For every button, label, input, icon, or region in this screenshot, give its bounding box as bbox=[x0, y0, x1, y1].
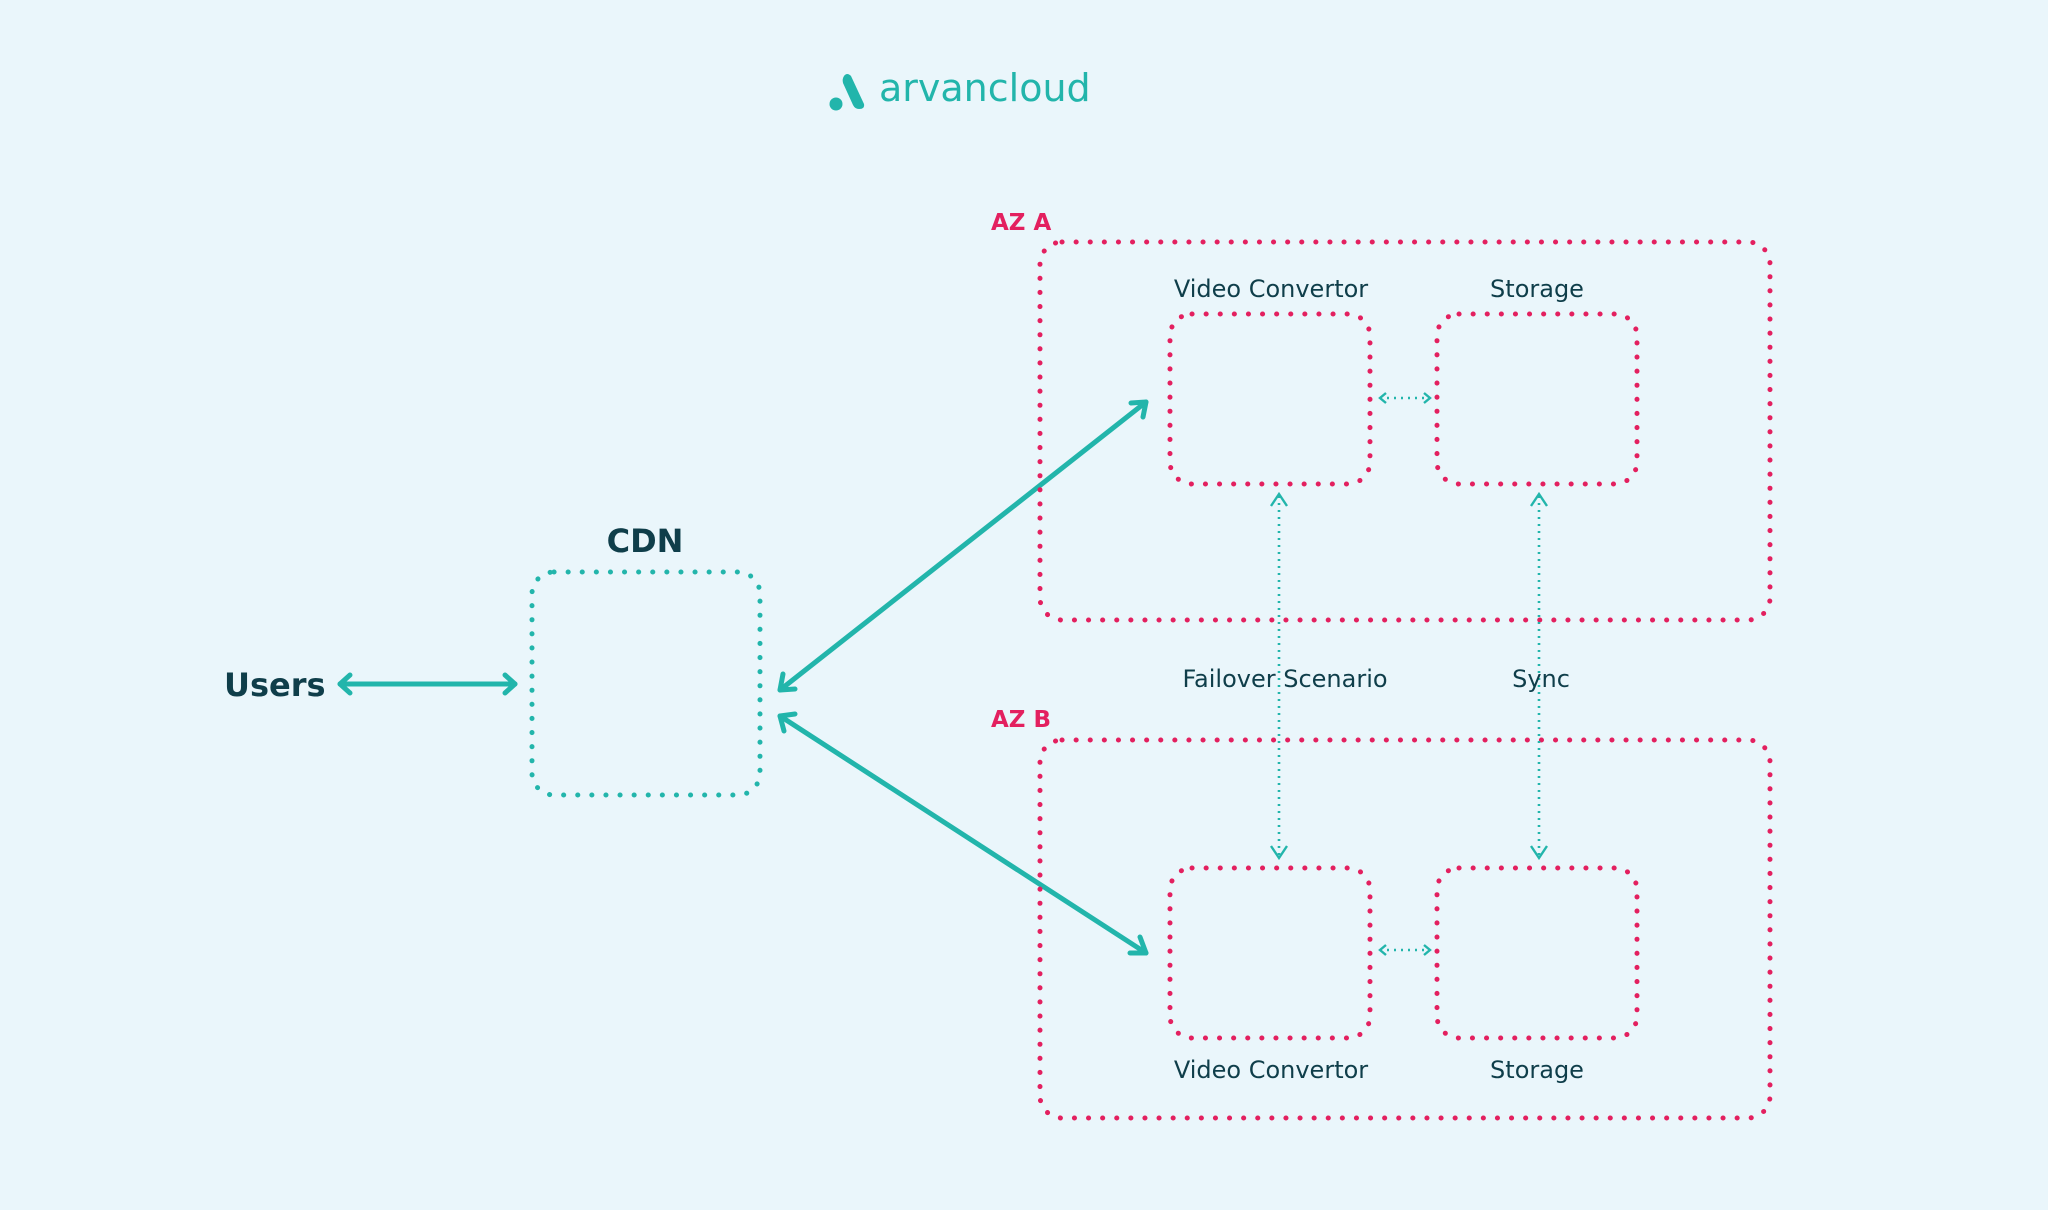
az-b-storage-box bbox=[1434, 865, 1640, 1041]
cdn-az-b-arrowhead-vc bbox=[1127, 934, 1149, 956]
failover-label: Failover Scenario bbox=[1182, 665, 1387, 693]
arvancloud-logo-icon bbox=[829, 74, 865, 111]
cdn-arrowhead-left bbox=[502, 672, 518, 696]
az-a-box bbox=[1037, 239, 1773, 623]
az-b-storage-label: Storage bbox=[1490, 1056, 1584, 1084]
cdn-az-a-arrow bbox=[777, 399, 1149, 693]
az-b-video-convertor-label: Video Convertor bbox=[1174, 1056, 1368, 1084]
az-b-video-convertor-box bbox=[1167, 865, 1373, 1041]
sync-label: Sync bbox=[1512, 665, 1570, 693]
az-a-video-convertor-label: Video Convertor bbox=[1174, 275, 1368, 303]
cdn-az-b-arrowhead-cdn bbox=[777, 711, 798, 734]
brand-name: arvancloud bbox=[879, 66, 1091, 110]
az-a-video-convertor-box bbox=[1167, 311, 1373, 487]
cdn-az-a-arrowhead-vc bbox=[1128, 399, 1149, 420]
brand-logo: arvancloud bbox=[829, 66, 1091, 111]
cdn-label: CDN bbox=[607, 522, 684, 560]
az-a-label: AZ A bbox=[991, 210, 1051, 236]
cdn-az-a-arrowhead-cdn bbox=[777, 671, 798, 693]
az-a-storage-label: Storage bbox=[1490, 275, 1584, 303]
users-label: Users bbox=[224, 666, 326, 704]
users-arrowhead bbox=[337, 672, 353, 696]
az-a-storage-box bbox=[1434, 311, 1640, 487]
cdn-az-b-arrow bbox=[777, 713, 1149, 956]
az-b-box bbox=[1037, 737, 1773, 1121]
az-b-label: AZ B bbox=[991, 707, 1051, 733]
cdn-box bbox=[529, 569, 763, 798]
